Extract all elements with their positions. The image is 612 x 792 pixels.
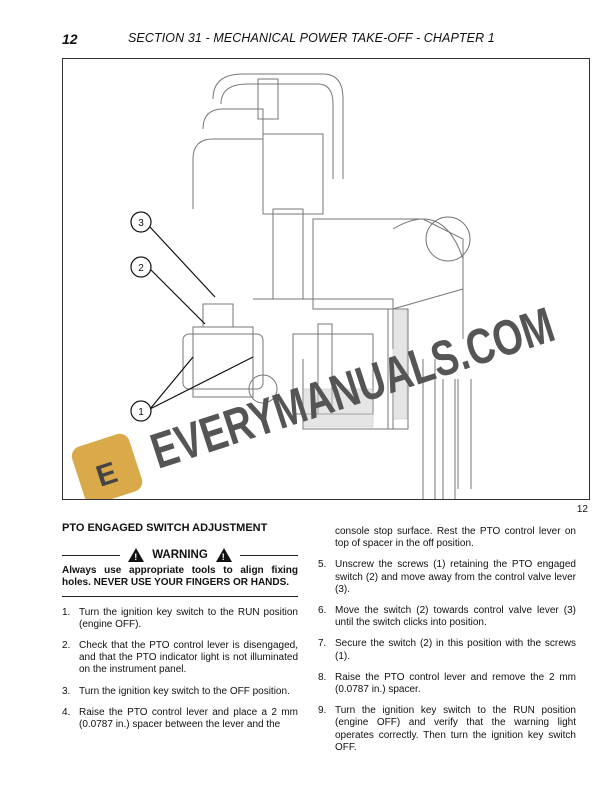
step-number: 7. <box>318 638 327 650</box>
divider <box>239 554 298 556</box>
step-text: Unscrew the screws (1) retaining the PTO… <box>335 559 576 595</box>
section-heading: PTO ENGAGED SWITCH ADJUSTMENT <box>62 522 268 534</box>
step-text: Check that the PTO control lever is dise… <box>79 640 298 676</box>
step-number: 9. <box>318 705 327 717</box>
watermark-text: EVERYMANUALS.COM <box>144 296 561 479</box>
step-number: 8. <box>318 671 327 683</box>
warning-label: WARNING <box>152 549 208 562</box>
left-column: PTO ENGAGED SWITCH ADJUSTMENT ! WARNING … <box>62 522 298 740</box>
step-number: 4. <box>62 706 71 718</box>
step-text: Turn the ignition key switch to the RUN … <box>335 705 576 753</box>
step-text: Secure the switch (2) in this position w… <box>335 638 576 662</box>
step-text: Raise the PTO control lever and place a … <box>79 706 298 731</box>
step-item: 1. Turn the ignition key switch to the RU… <box>62 607 298 631</box>
step-item: 7. Secure the switch (2) in this position… <box>318 638 576 662</box>
step-text: Raise the PTO control lever and remove t… <box>335 671 576 696</box>
step-text: Turn the ignition key switch to the RUN … <box>79 606 298 630</box>
step-item: 8. Raise the PTO control lever and remove… <box>318 672 576 696</box>
section-title: SECTION 31 - MECHANICAL POWER TAKE-OFF -… <box>128 31 495 45</box>
warning-text: Always use appropriate tools to align fi… <box>62 565 298 597</box>
callout-3 <box>130 211 152 233</box>
step-continuation: console stop surface. Rest the PTO contr… <box>335 526 576 550</box>
step-number: 1. <box>62 606 71 618</box>
callout-1-label: 1 <box>138 407 144 418</box>
callout-2 <box>130 256 152 278</box>
step-item: 6. Move the switch (2) towards control va… <box>318 605 576 629</box>
step-item: 3. Turn the ignition key switch to the OF… <box>62 686 298 698</box>
figure-number: 12 <box>576 504 588 515</box>
step-item: 5. Unscrew the screws (1) retaining the P… <box>318 559 576 596</box>
step-text: Turn the ignition key switch to the OFF … <box>79 685 290 697</box>
warning-banner: ! WARNING ! <box>62 548 298 563</box>
callout-1 <box>130 400 152 422</box>
step-text: Move the switch (2) towards control valv… <box>335 605 576 629</box>
technical-drawing: 3 2 1 E EVERYMANUALS.COM <box>71 73 561 499</box>
step-item: 4. Raise the PTO control lever and place … <box>62 707 298 731</box>
figure-pto-switch-diagram: 3 2 1 E EVERYMANUALS.COM <box>62 58 590 500</box>
step-number: 3. <box>62 685 71 697</box>
right-column: console stop surface. Rest the PTO contr… <box>318 526 576 763</box>
page-number: 12 <box>62 31 78 47</box>
step-number: 6. <box>318 605 327 617</box>
callout-3-label: 3 <box>138 218 144 229</box>
step-item: 2. Check that the PTO control lever is di… <box>62 640 298 677</box>
step-item: 9. Turn the ignition key switch to the RU… <box>318 705 576 754</box>
watermark-logo <box>71 433 143 499</box>
watermark: E EVERYMANUALS.COM <box>71 296 561 499</box>
callout-2-label: 2 <box>138 263 144 274</box>
divider <box>62 554 121 556</box>
warning-icon: ! <box>215 548 232 563</box>
step-number: 5. <box>318 559 327 571</box>
step-number: 2. <box>62 640 71 652</box>
warning-icon: ! <box>128 548 145 563</box>
